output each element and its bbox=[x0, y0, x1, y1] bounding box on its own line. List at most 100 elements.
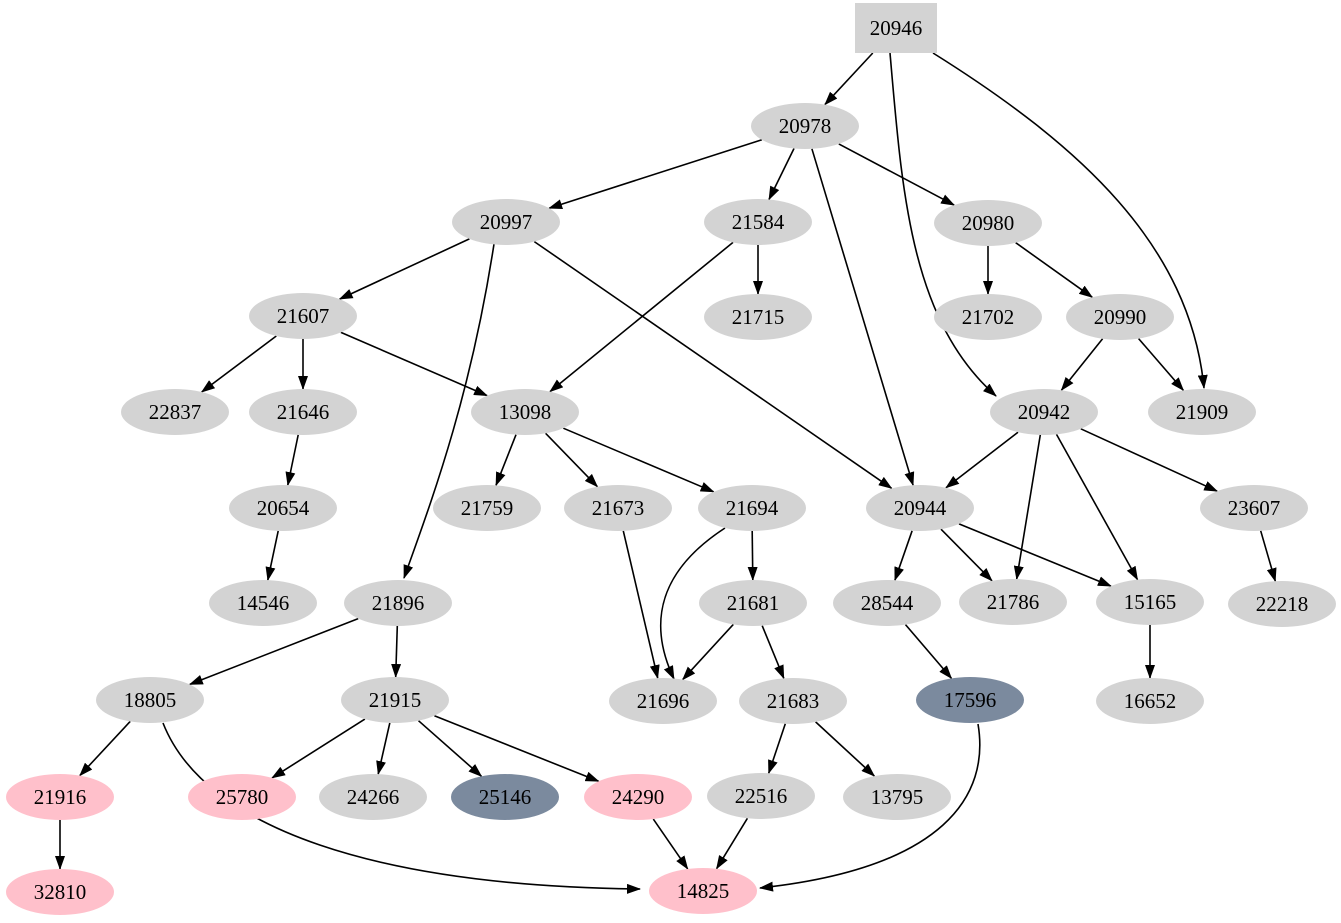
node-ellipse-shape bbox=[6, 869, 114, 915]
graph-node-21696: 21696 bbox=[609, 678, 717, 724]
graph-node-16652: 16652 bbox=[1096, 678, 1204, 724]
edge-20942-21786 bbox=[1013, 434, 1042, 581]
node-label: 20942 bbox=[1018, 400, 1071, 424]
node-label: 20990 bbox=[1094, 305, 1147, 329]
graph-node-20944: 20944 bbox=[866, 485, 974, 531]
edge-21646-20654 bbox=[285, 434, 299, 487]
node-ellipse-shape bbox=[843, 774, 951, 820]
node-ellipse-shape bbox=[344, 580, 452, 626]
edge-21607-13098 bbox=[340, 331, 489, 397]
node-ellipse-shape bbox=[249, 389, 357, 435]
node-label: 20946 bbox=[870, 16, 923, 40]
edge-20990-20942 bbox=[1060, 338, 1104, 391]
graph-node-21916: 21916 bbox=[6, 774, 114, 820]
edge-20978-21584 bbox=[768, 148, 795, 201]
graph-node-22218: 22218 bbox=[1228, 581, 1336, 627]
edge-20942-15165 bbox=[1055, 434, 1139, 581]
node-ellipse-shape bbox=[1200, 485, 1308, 531]
edge-20944-21786 bbox=[940, 528, 993, 582]
node-label: 21607 bbox=[277, 304, 330, 328]
node-label: 20980 bbox=[962, 211, 1015, 235]
edge-21896-21915 bbox=[391, 625, 402, 678]
graph-node-20997: 20997 bbox=[452, 199, 560, 245]
edge-21683-13795 bbox=[815, 721, 876, 777]
edge-21694-21681 bbox=[747, 530, 758, 581]
graph-node-20654: 20654 bbox=[229, 485, 337, 531]
node-ellipse-shape bbox=[341, 677, 449, 723]
graph-node-20978: 20978 bbox=[751, 103, 859, 149]
node-ellipse-shape bbox=[6, 774, 114, 820]
edge-21694-21696 bbox=[660, 527, 726, 680]
node-label: 13098 bbox=[499, 400, 552, 424]
edge-20978-20980 bbox=[838, 143, 956, 206]
graph-node-13795: 13795 bbox=[843, 774, 951, 820]
graph-node-21909: 21909 bbox=[1148, 389, 1256, 435]
edge-22516-14825 bbox=[715, 817, 749, 870]
node-label: 21696 bbox=[637, 689, 690, 713]
node-ellipse-shape bbox=[229, 485, 337, 531]
node-label: 20978 bbox=[779, 114, 832, 138]
node-ellipse-shape bbox=[1066, 294, 1174, 340]
edge-21915-25780 bbox=[271, 718, 366, 779]
node-label: 21646 bbox=[277, 400, 330, 424]
node-ellipse-shape bbox=[1096, 579, 1204, 625]
node-label: 21896 bbox=[372, 591, 425, 615]
graph-node-21759: 21759 bbox=[433, 485, 541, 531]
edge-18805-21916 bbox=[79, 720, 131, 777]
edge-21915-24290 bbox=[434, 714, 600, 783]
edges-layer bbox=[55, 52, 1277, 894]
edge-21683-22516 bbox=[767, 723, 787, 775]
edge-20997-21896 bbox=[403, 243, 495, 579]
graph-node-21915: 21915 bbox=[341, 677, 449, 723]
node-label: 18805 bbox=[124, 688, 177, 712]
node-label: 22218 bbox=[1256, 592, 1309, 616]
graph-node-28544: 28544 bbox=[833, 580, 941, 626]
node-label: 21702 bbox=[962, 305, 1015, 329]
node-label: 21683 bbox=[767, 689, 820, 713]
node-ellipse-shape bbox=[649, 868, 757, 914]
graph-node-23607: 23607 bbox=[1200, 485, 1308, 531]
graph-node-21786: 21786 bbox=[959, 579, 1067, 625]
node-label: 28544 bbox=[861, 591, 914, 615]
node-label: 24290 bbox=[612, 785, 665, 809]
edge-21584-13098 bbox=[549, 241, 734, 393]
node-ellipse-shape bbox=[249, 293, 357, 339]
edge-28544-17596 bbox=[904, 624, 953, 680]
node-ellipse-shape bbox=[452, 199, 560, 245]
node-label: 32810 bbox=[34, 880, 87, 904]
graph-node-22837: 22837 bbox=[121, 389, 229, 435]
node-ellipse-shape bbox=[934, 294, 1042, 340]
node-label: 20944 bbox=[894, 496, 947, 520]
node-label: 20654 bbox=[257, 496, 310, 520]
node-label: 15165 bbox=[1124, 590, 1177, 614]
graph-node-21683: 21683 bbox=[739, 678, 847, 724]
node-label: 22516 bbox=[735, 784, 788, 808]
graph-node-14825: 14825 bbox=[649, 868, 757, 914]
edge-20997-21607 bbox=[338, 238, 470, 300]
graph-node-21584: 21584 bbox=[704, 199, 812, 245]
edge-21673-21696 bbox=[622, 530, 660, 680]
graph-node-21607: 21607 bbox=[249, 293, 357, 339]
graph-node-32810: 32810 bbox=[6, 869, 114, 915]
node-ellipse-shape bbox=[916, 677, 1024, 723]
node-label: 16652 bbox=[1124, 689, 1177, 713]
graph-node-20942: 20942 bbox=[990, 389, 1098, 435]
edge-20946-20978 bbox=[824, 52, 874, 106]
edge-18805-14825 bbox=[162, 722, 641, 894]
node-label: 21786 bbox=[987, 590, 1040, 614]
graph-node-18805: 18805 bbox=[96, 677, 204, 723]
node-ellipse-shape bbox=[188, 774, 296, 820]
node-box-shape bbox=[855, 3, 937, 53]
graph-node-25146: 25146 bbox=[451, 774, 559, 820]
node-label: 23607 bbox=[1228, 496, 1281, 520]
edge-24290-14825 bbox=[652, 818, 689, 870]
edge-23607-22218 bbox=[1259, 530, 1277, 583]
node-ellipse-shape bbox=[704, 294, 812, 340]
node-ellipse-shape bbox=[739, 678, 847, 724]
node-ellipse-shape bbox=[471, 389, 579, 435]
node-ellipse-shape bbox=[704, 199, 812, 245]
edge-20946-21909 bbox=[932, 52, 1208, 389]
node-label: 25780 bbox=[216, 785, 269, 809]
